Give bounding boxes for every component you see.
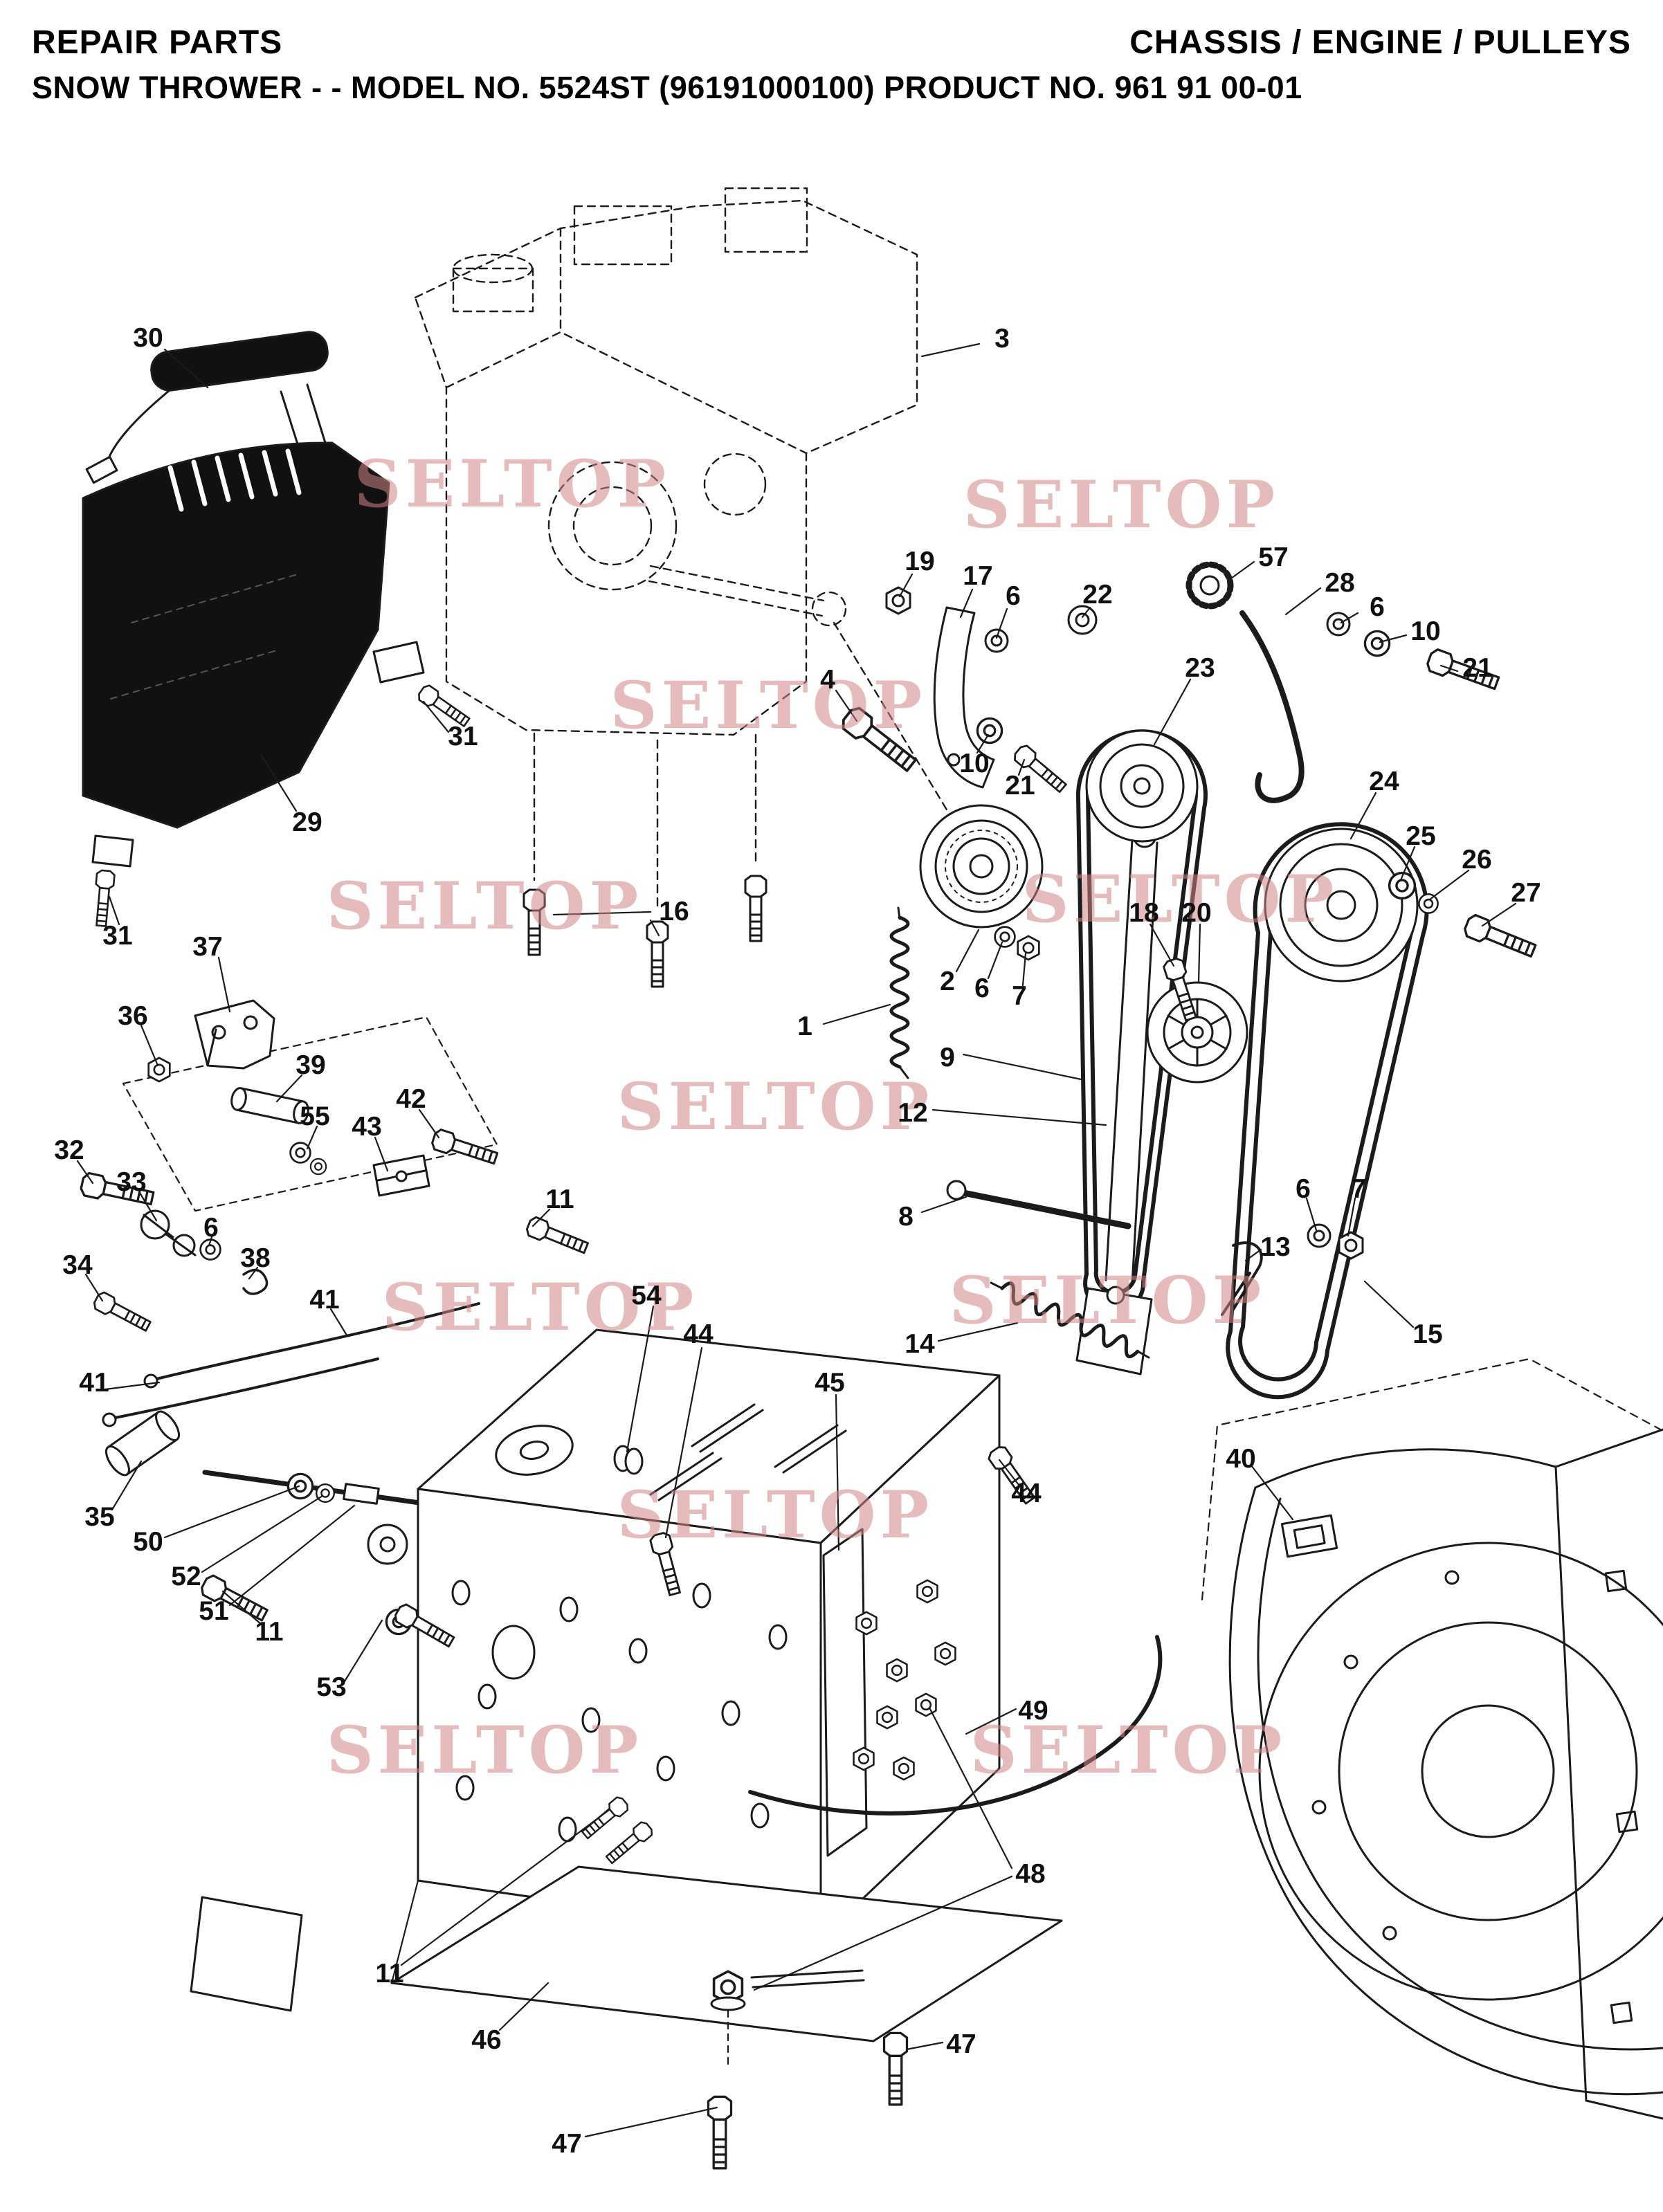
part-callout-9: 9: [940, 1043, 955, 1072]
part-callout-33: 33: [116, 1167, 147, 1197]
part-callout-38: 38: [240, 1243, 271, 1273]
chassis-frame: [190, 1328, 1163, 2067]
large-pulley: [1264, 828, 1419, 982]
part-callout-43: 43: [352, 1112, 382, 1142]
part-callout-30: 30: [133, 323, 163, 353]
part-callout-40: 40: [1226, 1444, 1256, 1474]
part-callout-6: 6: [974, 974, 990, 1003]
part-callout-24: 24: [1369, 767, 1399, 796]
part-callout-39: 39: [296, 1050, 326, 1080]
title-row: REPAIR PARTS CHASSIS / ENGINE / PULLEYS: [32, 24, 1631, 62]
part-callout-50: 50: [133, 1527, 163, 1557]
engine-outline: [414, 187, 967, 912]
part-callout-19: 19: [905, 547, 935, 576]
part-callout-45: 45: [815, 1368, 845, 1398]
part-callout-44: 44: [1011, 1479, 1042, 1508]
part-callout-55: 55: [300, 1102, 330, 1131]
part-callout-20: 20: [1181, 898, 1212, 928]
part-callout-42: 42: [396, 1084, 426, 1114]
part-callout-23: 23: [1185, 653, 1215, 683]
brake-bracket: [933, 606, 995, 789]
part-callout-41: 41: [309, 1285, 340, 1315]
part-callout-10: 10: [959, 749, 990, 778]
part-callout-41: 41: [79, 1368, 109, 1398]
part-callout-57: 57: [1258, 542, 1289, 572]
part-callout-48: 48: [1015, 1859, 1046, 1889]
upper-pulley: [1085, 729, 1199, 843]
part-callout-11: 11: [255, 1617, 284, 1647]
part-callout-29: 29: [292, 807, 322, 837]
part-callout-31: 31: [102, 921, 133, 951]
part-callout-34: 34: [62, 1250, 93, 1280]
gear-and-rod: [1185, 561, 1305, 803]
part-callout-14: 14: [905, 1329, 935, 1359]
part-callout-2: 2: [940, 967, 955, 996]
part-callout-11: 11: [375, 1959, 404, 1989]
part-callout-6: 6: [203, 1213, 219, 1243]
part-callout-12: 12: [898, 1098, 928, 1128]
part-callout-1: 1: [797, 1012, 812, 1041]
part-callout-17: 17: [963, 561, 993, 591]
part-callout-27: 27: [1511, 878, 1541, 908]
part-callout-7: 7: [1012, 981, 1027, 1011]
engine-pulley: [919, 804, 1044, 929]
idler-pulley: [1146, 981, 1248, 1084]
impeller-housing: [1201, 1358, 1663, 2120]
part-callout-47: 47: [552, 2129, 582, 2159]
part-callout-36: 36: [118, 1001, 148, 1031]
part-callout-35: 35: [84, 1502, 115, 1532]
part-callout-22: 22: [1082, 580, 1113, 610]
part-callout-8: 8: [898, 1202, 914, 1232]
part-callout-11: 11: [545, 1185, 574, 1214]
page-title: REPAIR PARTS: [32, 24, 283, 61]
part-callout-44: 44: [683, 1319, 714, 1349]
part-callout-49: 49: [1018, 1696, 1048, 1726]
part-callout-16: 16: [659, 897, 689, 926]
part-callout-46: 46: [471, 2025, 502, 2055]
part-callout-53: 53: [316, 1672, 347, 1702]
part-callout-6: 6: [1006, 581, 1021, 611]
part-callout-6: 6: [1370, 592, 1385, 622]
part-callout-54: 54: [631, 1281, 662, 1310]
page-header: REPAIR PARTS CHASSIS / ENGINE / PULLEYS …: [32, 24, 1631, 106]
part-callout-4: 4: [820, 665, 835, 695]
part-callout-26: 26: [1462, 845, 1492, 875]
belt-cover: [82, 331, 425, 868]
part-callout-10: 10: [1410, 616, 1441, 646]
part-callout-31: 31: [448, 722, 478, 751]
part-callout-15: 15: [1412, 1319, 1443, 1349]
part-callout-51: 51: [199, 1596, 229, 1626]
part-callout-21: 21: [1462, 653, 1493, 683]
part-callout-32: 32: [54, 1135, 84, 1165]
part-callout-47: 47: [946, 2029, 976, 2059]
model-info-line: SNOW THROWER - - MODEL NO. 5524ST (96191…: [32, 70, 1302, 105]
part-callout-28: 28: [1325, 568, 1355, 598]
part-callout-37: 37: [192, 932, 223, 962]
part-callout-21: 21: [1005, 771, 1035, 801]
part-callout-18: 18: [1129, 898, 1159, 928]
part-callout-7: 7: [1351, 1174, 1366, 1204]
part-callout-25: 25: [1406, 821, 1436, 851]
section-title: CHASSIS / ENGINE / PULLEYS: [1129, 24, 1631, 61]
part-callout-13: 13: [1260, 1232, 1291, 1262]
tension-springs: [891, 906, 1150, 1359]
part-callout-3: 3: [994, 324, 1010, 354]
part-callout-6: 6: [1296, 1174, 1311, 1204]
leader-lines: [76, 342, 1517, 2138]
part-callout-52: 52: [171, 1562, 201, 1591]
